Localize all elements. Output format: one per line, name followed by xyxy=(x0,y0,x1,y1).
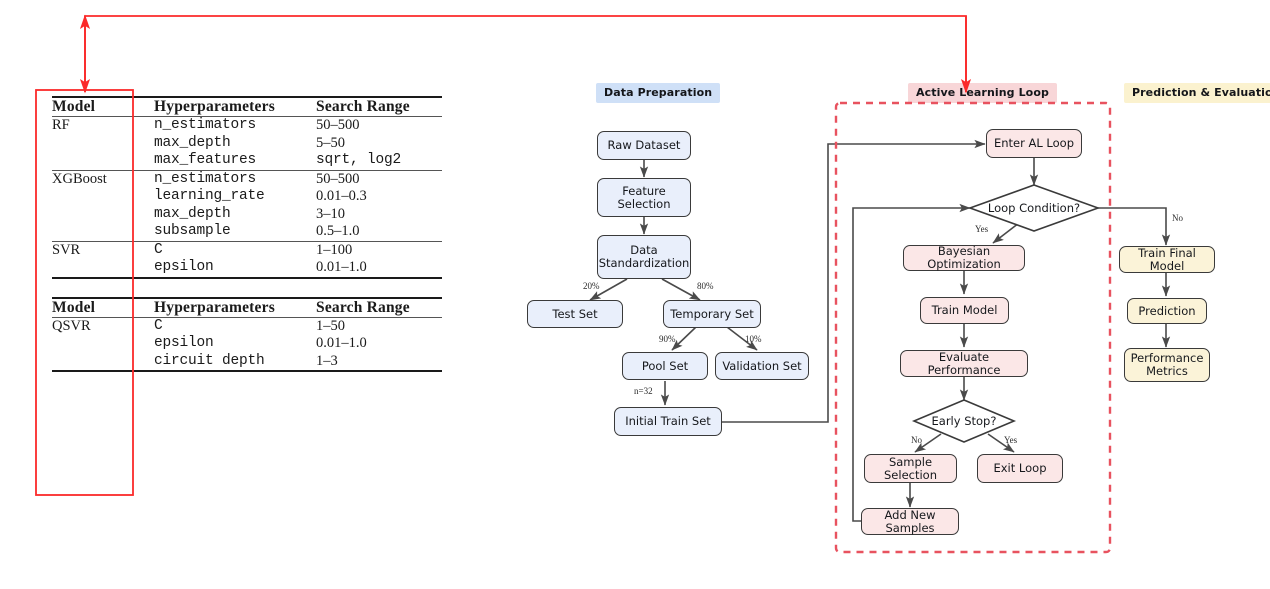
node-feature-selection-line2: Selection xyxy=(617,196,671,211)
table-row: max_depth 5–50 xyxy=(52,135,442,153)
edge-label-loop-no: No xyxy=(1172,213,1183,223)
cell-param: n_estimators xyxy=(154,169,316,188)
column-header-search-range: Search Range xyxy=(316,96,442,117)
node-pool-set[interactable]: Pool Set xyxy=(622,352,708,380)
cell-range: 50–500 xyxy=(316,169,442,188)
cell-param: max_depth xyxy=(154,134,231,151)
edge-label-temp-split: 80% xyxy=(697,281,714,291)
node-bayesian-optimization[interactable]: Bayesian Optimization xyxy=(903,245,1025,271)
table-row: epsilon 0.01–1.0 xyxy=(52,335,442,353)
edge-label-early-yes: Yes xyxy=(1004,435,1018,445)
node-initial-train-set[interactable]: Initial Train Set xyxy=(614,407,722,436)
cell-param: n_estimators xyxy=(154,116,316,135)
node-performance-metrics-line1: Performance xyxy=(1130,351,1204,365)
node-sample-selection[interactable]: Sample Selection xyxy=(864,454,957,483)
cell-param: C xyxy=(154,240,316,259)
decision-early-stop-label: Early Stop? xyxy=(931,414,997,428)
cell-range: 0.5–1.0 xyxy=(316,223,360,239)
cell-range: 1–3 xyxy=(316,352,338,369)
node-evaluate-performance[interactable]: Evaluate Performance xyxy=(900,350,1028,377)
cell-range: 1–50 xyxy=(316,316,442,335)
cell-param: max_features xyxy=(154,152,257,168)
node-prediction[interactable]: Prediction xyxy=(1127,298,1207,324)
decision-early-stop-label-wrap: Early Stop? xyxy=(914,400,1014,442)
node-data-standardization-line1: Data xyxy=(630,243,658,257)
table-row: max_depth 3–10 xyxy=(52,206,442,224)
cell-range: 5–50 xyxy=(316,134,345,151)
column-header-hyperparameters: Hyperparameters xyxy=(154,296,316,317)
table-row: learning_rate 0.01–0.3 xyxy=(52,188,442,206)
node-feature-selection-line1: Feature xyxy=(622,183,666,198)
column-header-search-range: Search Range xyxy=(316,296,442,317)
node-performance-metrics-line2: Metrics xyxy=(1146,364,1188,378)
cell-range: 1–100 xyxy=(316,240,442,259)
edge-label-test-split: 20% xyxy=(583,281,600,291)
cell-param: max_depth xyxy=(154,205,231,222)
cell-param: circuit depth xyxy=(154,352,265,369)
cell-range: 0.01–1.0 xyxy=(316,259,367,275)
decision-loop-condition xyxy=(967,184,1101,232)
node-test-set[interactable]: Test Set xyxy=(527,300,623,328)
node-data-standardization-line2: Standardization xyxy=(598,256,690,270)
node-exit-loop[interactable]: Exit Loop xyxy=(977,454,1063,483)
node-temporary-set[interactable]: Temporary Set xyxy=(663,300,761,328)
table-row: max_features sqrt, log2 xyxy=(52,152,442,170)
node-performance-metrics[interactable]: Performance Metrics xyxy=(1124,348,1210,382)
edge-label-initial-n: n=32 xyxy=(634,386,653,396)
decision-loop-condition-label-wrap: Loop Condition? xyxy=(970,185,1098,231)
cell-param: epsilon xyxy=(154,259,214,275)
cell-range: 50–500 xyxy=(316,116,442,135)
table-row: subsample 0.5–1.0 xyxy=(52,223,442,241)
node-train-model[interactable]: Train Model xyxy=(920,297,1009,324)
node-enter-al-loop[interactable]: Enter AL Loop xyxy=(986,129,1082,158)
decision-early-stop xyxy=(911,399,1017,443)
cell-param: learning_rate xyxy=(154,188,265,204)
cell-range: 0.01–0.3 xyxy=(316,188,367,204)
section-label-prediction-evaluation: Prediction & Evaluation xyxy=(1124,83,1270,103)
cell-range: sqrt, log2 xyxy=(316,152,402,168)
cell-range: 3–10 xyxy=(316,205,345,222)
decision-loop-condition-label: Loop Condition? xyxy=(987,201,1081,215)
edge-label-loop-yes: Yes xyxy=(975,224,989,234)
table-row: circuit depth 1–3 xyxy=(52,353,442,372)
cell-param: epsilon xyxy=(154,335,214,351)
cell-param: C xyxy=(154,316,316,335)
node-train-final-model[interactable]: Train Final Model xyxy=(1119,246,1215,273)
table-row: epsilon 0.01–1.0 xyxy=(52,259,442,278)
node-raw-dataset[interactable]: Raw Dataset xyxy=(597,131,691,160)
edge-label-val-split: 10% xyxy=(745,334,762,344)
active-learning-loop-boundary xyxy=(834,101,1112,554)
node-feature-selection[interactable]: Feature Selection xyxy=(597,178,691,217)
node-add-new-samples[interactable]: Add New Samples xyxy=(861,508,959,535)
edge-label-early-no: No xyxy=(911,435,922,445)
cell-range: 0.01–1.0 xyxy=(316,335,367,351)
cell-param: subsample xyxy=(154,223,231,239)
node-data-standardization[interactable]: Data Standardization xyxy=(597,235,691,279)
node-validation-set[interactable]: Validation Set xyxy=(715,352,809,380)
edge-label-pool-split: 90% xyxy=(659,334,676,344)
column-header-hyperparameters: Hyperparameters xyxy=(154,96,316,117)
